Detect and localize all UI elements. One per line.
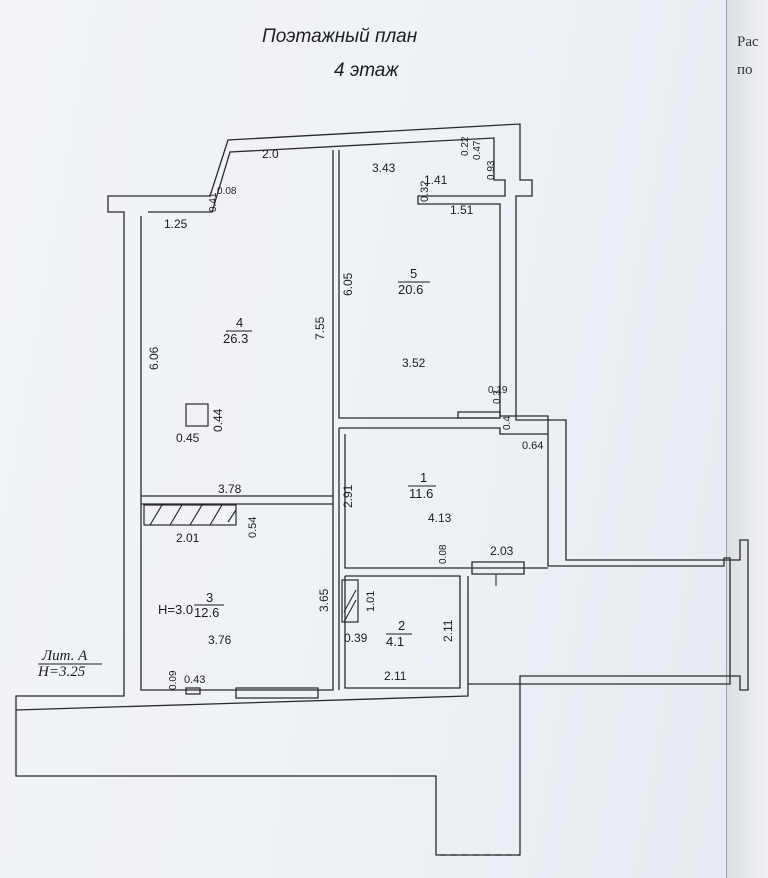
walls — [15, 123, 749, 856]
floor-label: 4 этаж — [334, 60, 399, 81]
dimension-label: 0.4 — [502, 416, 513, 430]
dimension-label: 0.19 — [488, 385, 508, 396]
dimension-label: 3.65 — [317, 588, 331, 612]
room-4-number: 4 — [236, 315, 243, 330]
dimension-label: 0.47 — [472, 140, 483, 160]
dimension-label: 2.91 — [341, 484, 355, 508]
dimension-label: 0.41 — [208, 192, 219, 212]
dimension-label: 0.08 — [217, 186, 237, 197]
dimension-label: 3.52 — [402, 356, 426, 370]
dimension-label: 0.44 — [211, 408, 225, 432]
room-labels: 4 26.3 5 20.6 1 11.6 3 12.6 Н=3.0 2 4.1 — [158, 266, 436, 649]
dimension-label: 0.32 — [419, 181, 431, 202]
dimension-label: 0.54 — [247, 517, 259, 538]
dimension-label: 3.78 — [218, 482, 242, 496]
dimension-label: 0.93 — [486, 160, 497, 180]
dimension-label: 1.01 — [365, 591, 377, 612]
dimension-label: 0.43 — [184, 674, 205, 686]
litera-height: Н=3.25 — [37, 664, 86, 680]
dimension-label: 0.39 — [344, 631, 368, 645]
room-3-area: 12.6 — [194, 605, 219, 620]
dimension-label: 4.13 — [428, 511, 452, 525]
dimension-label: 3.76 — [208, 633, 232, 647]
room-2-area: 4.1 — [386, 634, 404, 649]
adjacent-page-text-2: по — [737, 62, 753, 78]
dimension-label: 0.45 — [176, 431, 200, 445]
dimension-label: 6.06 — [147, 346, 161, 370]
dimension-labels: 2.0 0.08 0.41 1.25 6.06 7.55 3.78 0.45 0… — [147, 136, 543, 690]
adjacent-page-text-1: Рас — [737, 34, 759, 50]
dimension-label: 0.09 — [168, 670, 179, 690]
dimension-label: 1.41 — [424, 173, 448, 187]
adjacent-page: Рас по — [726, 0, 768, 878]
room-5-area: 20.6 — [398, 282, 423, 297]
room-5-number: 5 — [410, 266, 417, 281]
room-3-height: Н=3.0 — [158, 602, 193, 617]
dimension-label: 2.0 — [262, 147, 279, 161]
litera-label: Лит. А Н=3.25 — [37, 648, 102, 680]
dimension-label: 2.03 — [490, 544, 514, 558]
litera-name: Лит. А — [41, 648, 88, 664]
room-4-area: 26.3 — [223, 331, 248, 346]
room-1-number: 1 — [420, 470, 427, 485]
room-1-area: 11.6 — [409, 486, 433, 501]
dimension-label: 7.55 — [313, 316, 327, 340]
dimension-label: 3.43 — [372, 161, 396, 175]
plan-title: Поэтажный план — [262, 26, 418, 47]
dimension-label: 0.64 — [522, 440, 543, 452]
dimension-label: 0.3 — [492, 390, 503, 404]
dimension-label: 1.25 — [164, 217, 188, 231]
dimension-label: 1.51 — [450, 203, 474, 217]
dimension-label: 2.11 — [441, 619, 455, 642]
dimension-label: 2.01 — [176, 531, 200, 545]
dimension-label: 2.11 — [384, 669, 407, 683]
dimension-label: 6.05 — [341, 272, 355, 296]
dimension-label: 0.08 — [438, 544, 449, 564]
dimension-label: 0.22 — [460, 136, 471, 156]
room-2-number: 2 — [398, 618, 405, 633]
room-3-number: 3 — [206, 590, 213, 605]
